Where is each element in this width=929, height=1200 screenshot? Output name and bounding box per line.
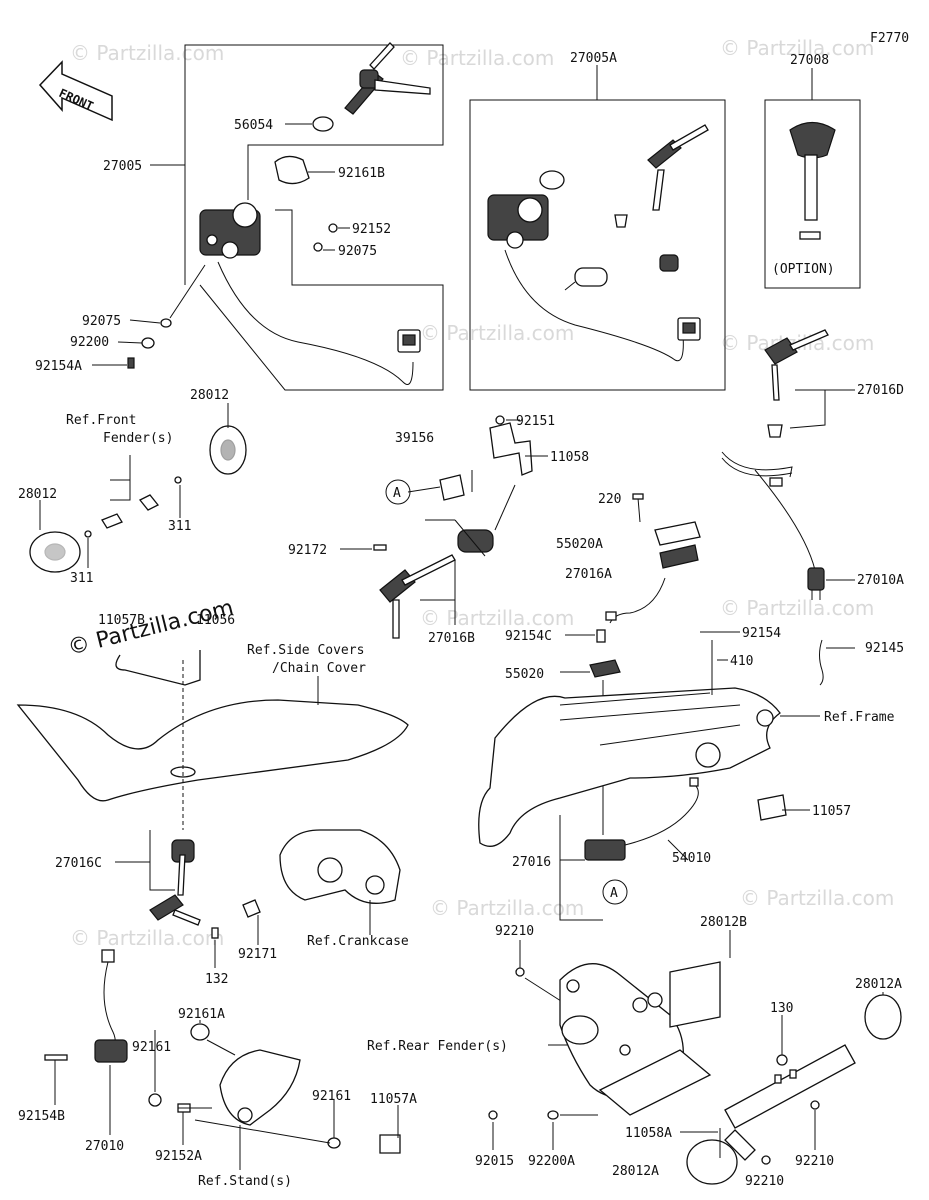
part-11058[interactable]: 11058 [550,450,589,465]
part-410[interactable]: 410 [730,654,753,669]
part-27005[interactable]: 27005 [103,159,142,174]
part-11057B[interactable]: 11057B [98,613,145,628]
ref-front-fender-line2: Fender(s) [103,431,173,446]
watermark: © Partzilla.com [420,321,574,345]
part-92200A[interactable]: 92200A [528,1154,575,1169]
side-cover-assembly [16,650,409,926]
watermark: © Partzilla.com [400,46,554,70]
part-92154A[interactable]: 92154A [35,359,82,374]
part-28012B[interactable]: 28012B [700,915,747,930]
part-27016B[interactable]: 27016B [428,631,475,646]
part-92161B[interactable]: 92161B [338,166,385,181]
part-220[interactable]: 220 [598,492,621,507]
option-key-27008: (OPTION) [764,68,861,289]
watermark: © Partzilla.com [740,886,894,910]
part-92171[interactable]: 92171 [238,947,277,962]
part-92172[interactable]: 92172 [288,543,327,558]
part-27016D[interactable]: 27016D [857,383,904,398]
part-92152A[interactable]: 92152A [155,1149,202,1164]
part-11056[interactable]: 11056 [196,613,235,628]
part-311-a[interactable]: 311 [168,519,191,534]
part-27010A[interactable]: 27010A [857,573,904,588]
part-130[interactable]: 130 [770,1001,793,1016]
part-311-b[interactable]: 311 [70,571,93,586]
part-27016A[interactable]: 27016A [565,567,612,582]
part-56054[interactable]: 56054 [234,118,273,133]
part-54010[interactable]: 54010 [672,851,711,866]
switch-assembly-27016B [340,415,548,639]
ignition-switch-set-27005 [92,42,444,391]
part-92210-a[interactable]: 92210 [495,924,534,939]
part-92154[interactable]: 92154 [742,626,781,641]
watermark: © Partzilla.com [420,606,574,630]
part-92161A[interactable]: 92161A [178,1007,225,1022]
front-arrow-icon: FRONT [38,60,113,122]
part-92161-a[interactable]: 92161 [132,1040,171,1055]
watermark-bold: © Partzilla.com [65,595,236,660]
part-92200[interactable]: 92200 [70,335,109,350]
ref-front-fender-line1: Ref.Front [66,413,136,428]
part-11058A[interactable]: 11058A [625,1126,672,1141]
part-55020[interactable]: 55020 [505,667,544,682]
crankcase-bracket [211,829,401,968]
part-39156[interactable]: 39156 [395,431,434,446]
part-28012-a[interactable]: 28012 [190,388,229,403]
part-27005A[interactable]: 27005A [570,51,617,66]
part-132[interactable]: 132 [205,972,228,987]
part-11057A[interactable]: 11057A [370,1092,417,1107]
part-92151[interactable]: 92151 [516,414,555,429]
part-28012-b[interactable]: 28012 [18,487,57,502]
part-28012A-right[interactable]: 28012A [855,977,902,992]
ignition-switch-set-27005A [469,65,726,391]
part-11057[interactable]: 11057 [812,804,851,819]
ref-crankcase: Ref.Crankcase [307,934,409,949]
part-92210-b[interactable]: 92210 [745,1174,784,1189]
watermark: © Partzilla.com [70,926,224,950]
part-27008[interactable]: 27008 [790,53,829,68]
switch-27010A [721,451,855,686]
part-92075-a[interactable]: 92075 [338,244,377,259]
watermark: © Partzilla.com [720,36,874,60]
option-note: (OPTION) [772,262,835,277]
seat-lock-and-frame [478,493,820,921]
callout-a-bottom: A [610,886,618,901]
stand-switch-27010 [44,949,401,1170]
watermark: © Partzilla.com [430,896,584,920]
ref-side-covers-line1: Ref.Side Covers [247,643,364,658]
figure-code: F2770 [870,31,909,46]
part-27016[interactable]: 27016 [512,855,551,870]
part-92154B[interactable]: 92154B [18,1109,65,1124]
part-92075-b[interactable]: 92075 [82,314,121,329]
part-92145[interactable]: 92145 [865,641,904,656]
part-28012A-bottom[interactable]: 28012A [612,1164,659,1179]
ref-stand: Ref.Stand(s) [198,1174,292,1189]
part-27016C[interactable]: 27016C [55,856,102,871]
rear-fender-assembly [488,930,902,1185]
key-set-27016D [764,329,855,438]
front-reflectors-28012 [29,403,247,573]
part-55020A[interactable]: 55020A [556,537,603,552]
part-92015[interactable]: 92015 [475,1154,514,1169]
part-92210-c[interactable]: 92210 [795,1154,834,1169]
callout-a-top: A [393,486,401,501]
part-92152[interactable]: 92152 [352,222,391,237]
watermark: © Partzilla.com [720,596,874,620]
ref-frame: Ref.Frame [824,710,895,725]
part-92154C[interactable]: 92154C [505,629,552,644]
part-27010[interactable]: 27010 [85,1139,124,1154]
part-92161-b[interactable]: 92161 [312,1089,351,1104]
ref-rear-fender: Ref.Rear Fender(s) [367,1039,508,1054]
ref-side-covers-line2: /Chain Cover [272,661,366,676]
